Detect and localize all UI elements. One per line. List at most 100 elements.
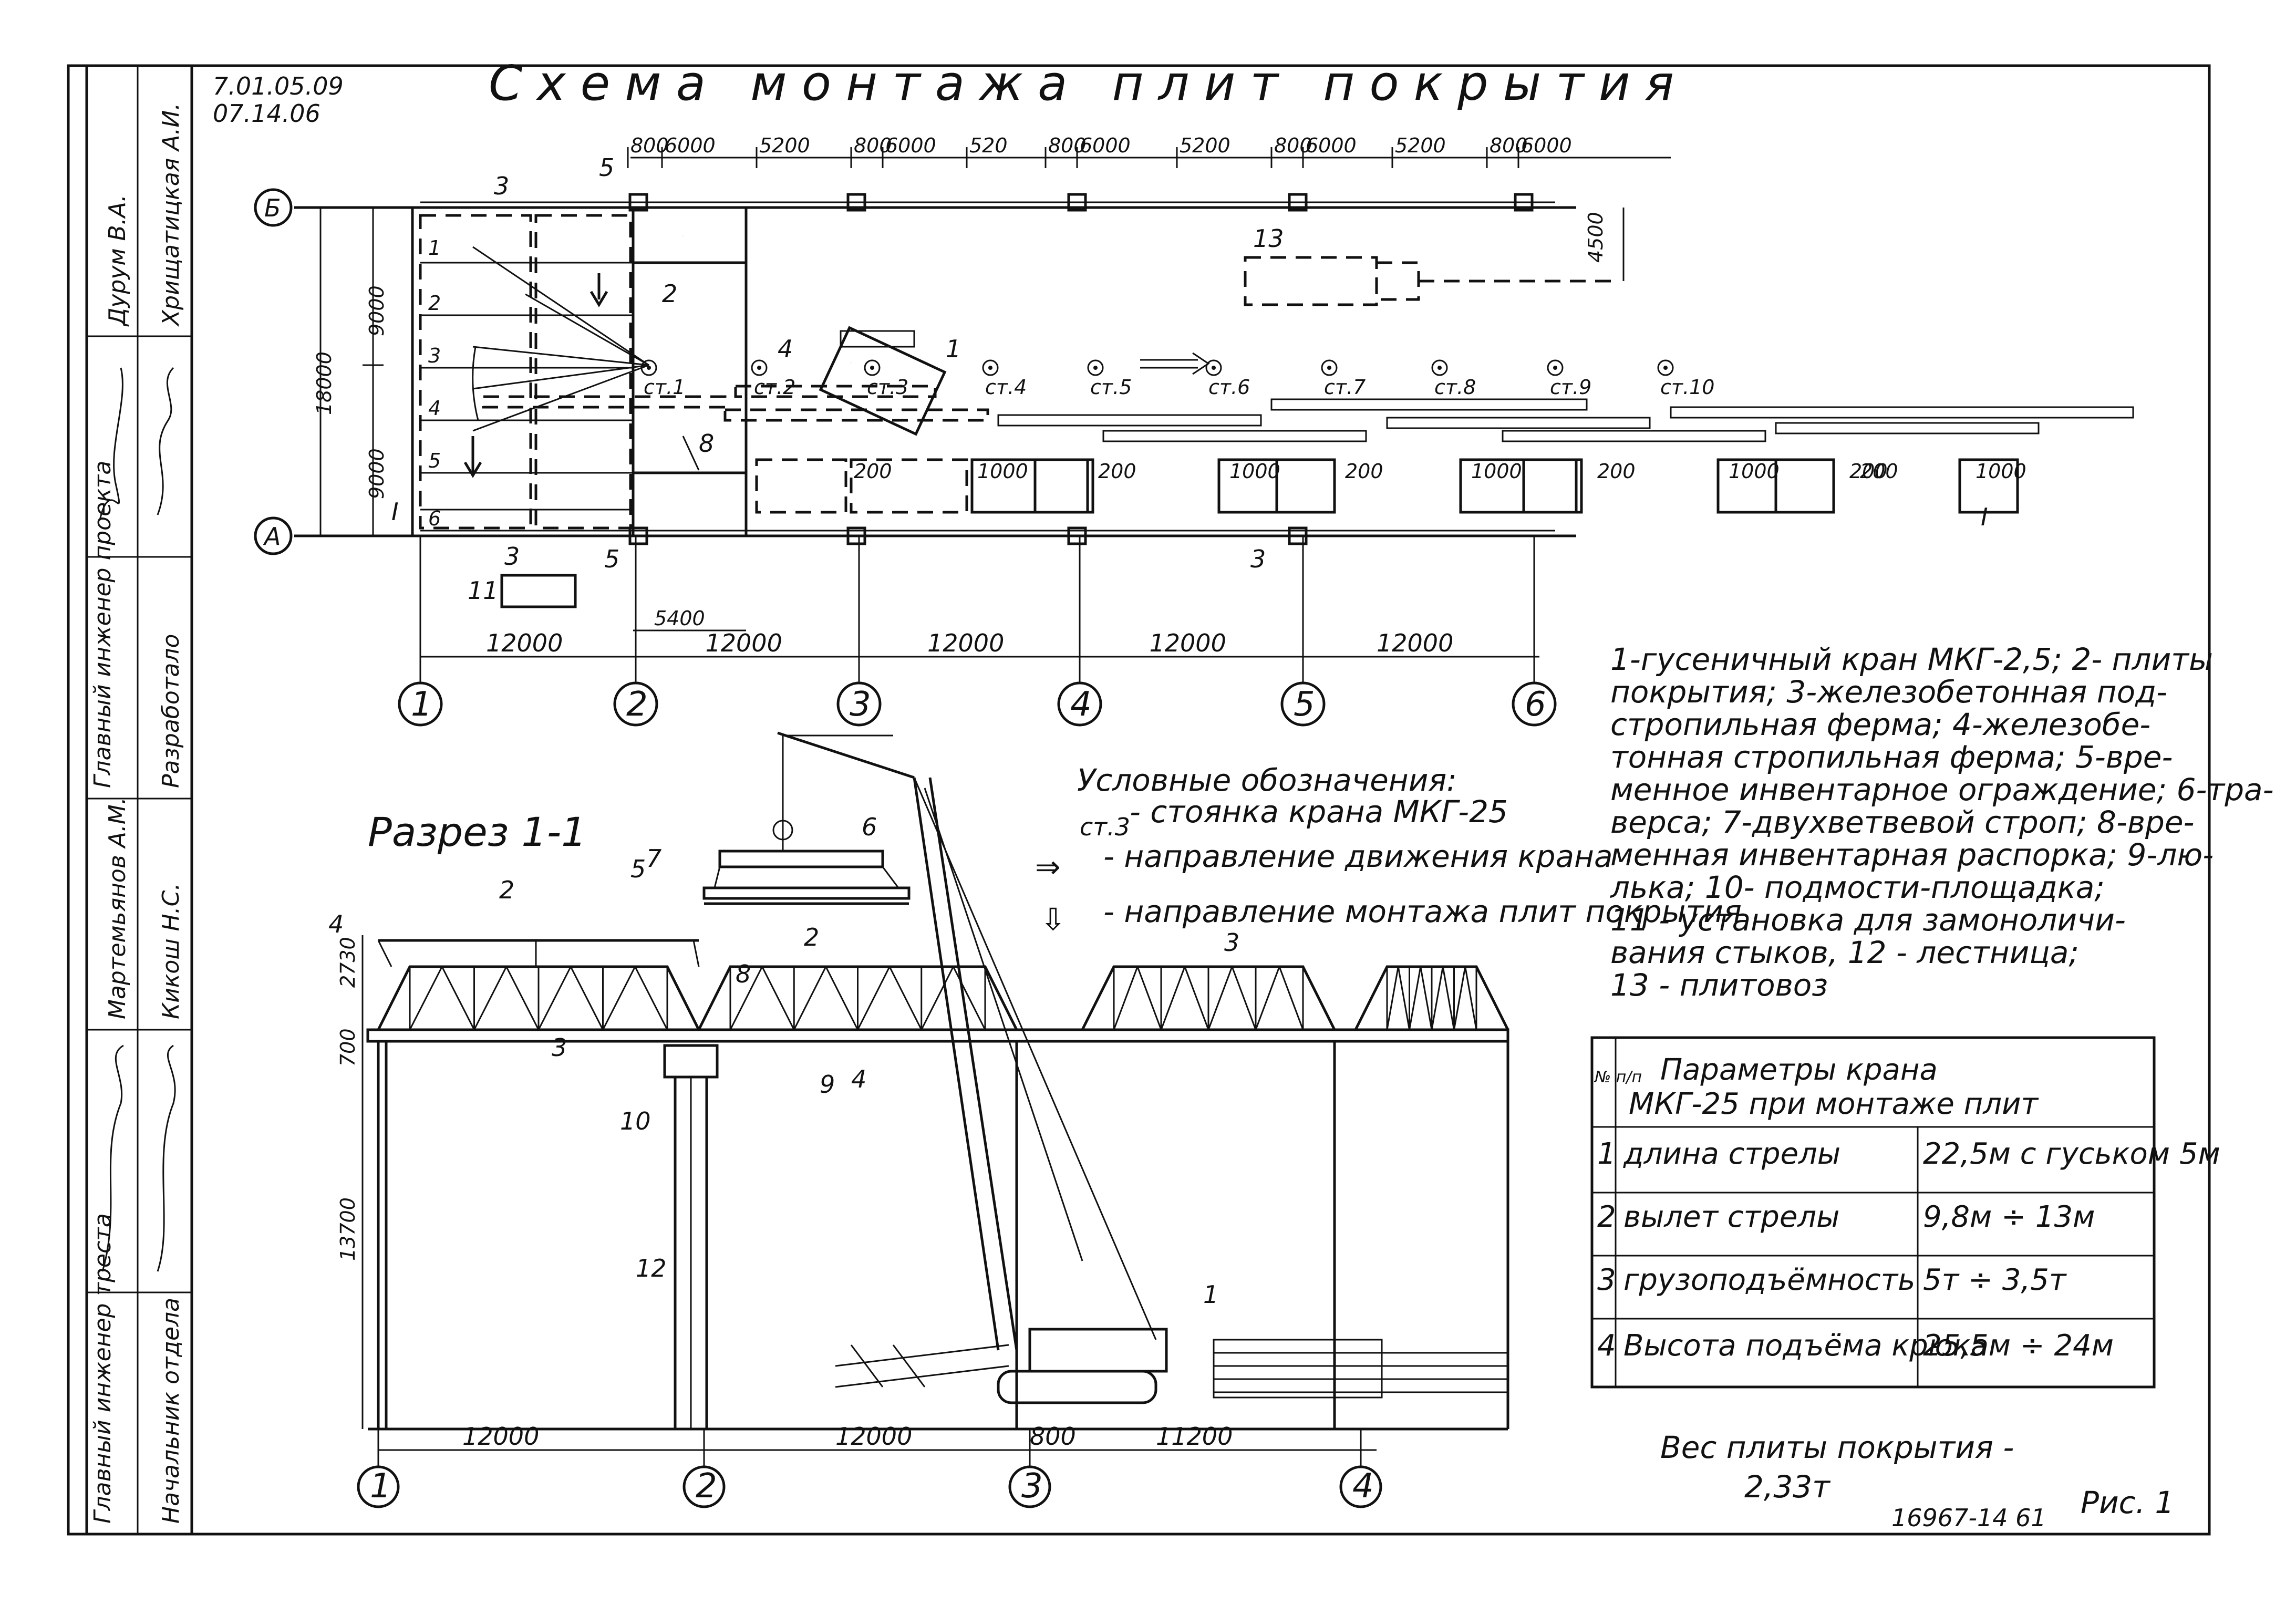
column-marker-bottom-2	[1067, 526, 1087, 545]
crane-section	[777, 731, 1168, 1404]
station-label-10: ст.10	[1660, 376, 1714, 399]
param-row-value-4: 25,5м ÷ 24м	[1923, 1329, 2114, 1363]
axis-bubble-a	[254, 516, 293, 555]
column-marker-top-2	[1067, 193, 1087, 212]
station-label-7: ст.7	[1324, 376, 1366, 399]
plate-number-2: 2	[428, 292, 441, 315]
param-row-name-2: вылет стрелы	[1623, 1200, 1839, 1234]
weight-note-line2: 2,33т	[1744, 1469, 1831, 1505]
gap-dim-1: 1000	[977, 460, 1028, 483]
section-callout-9: 7	[646, 844, 661, 873]
placement-4	[1459, 458, 1578, 514]
station-marker-5	[1087, 359, 1104, 376]
section-view: Разрез 1-1	[328, 731, 1509, 1508]
column-marker-top-4	[1514, 193, 1534, 212]
plate-stack	[1213, 1339, 1508, 1399]
plan-axis-bubble-6	[1512, 681, 1557, 727]
plan-callout-3-right: 3	[1250, 545, 1266, 573]
note-line-6: менная инвентарная распорка; 9-лю-	[1610, 837, 2214, 873]
drawing-title: Схема монтажа плит покрытия	[489, 55, 1689, 111]
section-callout-10: 8	[736, 960, 751, 988]
height-dim-9000-top: 9000	[365, 285, 388, 336]
section-axis-label-3: 3	[1021, 1467, 1043, 1506]
bay-dim-2: 12000	[927, 629, 1004, 657]
param-row-value-2: 9,8м ÷ 13м	[1923, 1200, 2095, 1234]
legend-title: Условные обозначения:	[1077, 762, 1457, 798]
gap-dim-0: 200	[854, 460, 892, 483]
section-callout-13: 12	[636, 1254, 667, 1282]
section-mark-right: I	[1981, 503, 1988, 531]
plan-callout-13: 13	[1253, 224, 1284, 253]
section-title: Разрез 1-1	[368, 809, 587, 855]
gap-dim-2: 200	[1098, 460, 1136, 483]
plate-number-3: 3	[428, 344, 441, 367]
top-dim-3: 800	[854, 134, 892, 157]
plan-callout-2: 2	[662, 279, 677, 308]
title-block-role-2: Начальник отдела	[158, 1298, 184, 1524]
station-label-1: ст.1	[644, 376, 685, 399]
weight-note-line1: Вес плиты покрытия -	[1660, 1430, 2014, 1465]
archive-number: 16967-14 61	[1891, 1504, 2046, 1532]
station-marker-6	[1205, 359, 1222, 376]
title-block-name-3: Мартемьянов А.М.	[104, 797, 131, 1019]
section-height-13700: 13700	[336, 1197, 359, 1261]
height-dim-4500: 4500	[1584, 212, 1607, 263]
section-callout-5: 4	[851, 1065, 866, 1093]
bay-dim-4: 12000	[1377, 629, 1453, 657]
section-callout-12: 10	[620, 1107, 651, 1135]
plate-number-1: 1	[428, 236, 441, 260]
title-block: Дурум В.А. Хрищатицкая А.И. Главный инже…	[85, 64, 193, 1536]
bay-dim-0: 12000	[486, 629, 563, 657]
params-header-num: № п/п	[1594, 1068, 1642, 1086]
column-markers	[628, 193, 1534, 545]
plan-axis-label-4: 4	[1070, 685, 1092, 724]
title-block-role-4: Разработало	[158, 634, 184, 788]
grouting-unit	[500, 574, 577, 608]
legend-arrow-icon: ⇒	[1035, 849, 1061, 885]
top-dim-4: 6000	[885, 134, 936, 157]
note-line-1: покрытия; 3-железобетонная под-	[1610, 674, 2167, 710]
section-axis-label-4: 4	[1352, 1467, 1374, 1506]
doc-code: 7.01.05.09	[213, 72, 344, 100]
top-dim-11: 5200	[1395, 134, 1446, 157]
plan-callout-8: 8	[699, 429, 714, 458]
station-marker-7	[1321, 359, 1338, 376]
title-block-name-1: Дурум В.А.	[104, 194, 131, 327]
section-callout-0: 1	[1203, 1280, 1218, 1309]
legend-text-travel: - направление движения крана	[1103, 838, 1613, 874]
figure-label: Рис. 1	[2081, 1485, 2174, 1520]
plan-callout-5-top: 5	[599, 153, 614, 182]
column-marker-top-3	[1288, 193, 1308, 212]
gap-dim-8: 200	[1849, 460, 1888, 483]
column-marker-top-0	[628, 193, 648, 212]
doc-date: 07.14.06	[213, 99, 320, 128]
param-row-name-4: Высота подъёма крюка	[1623, 1329, 1989, 1363]
section-mark-left: I	[391, 498, 399, 526]
placement-3	[1275, 458, 1336, 514]
column-marker-top-1	[846, 193, 866, 212]
column-marker-bottom-0	[628, 526, 648, 545]
top-dim-10: 6000	[1306, 134, 1357, 157]
top-dim-1: 6000	[665, 134, 716, 157]
top-dim-8: 5200	[1180, 134, 1230, 157]
crane-travel-arrow	[1140, 352, 1210, 375]
roof-trusses	[377, 965, 1509, 1031]
axis-label-b: Б	[264, 194, 281, 222]
section-callout-1: 2	[499, 876, 514, 904]
station-marker-4	[982, 359, 999, 376]
top-dim-12: 800	[1490, 134, 1528, 157]
plan-axis-label-2: 2	[626, 685, 648, 724]
bay-dim-3: 12000	[1150, 629, 1226, 657]
station-label-4: ст.4	[985, 376, 1027, 399]
section-height-700: 700	[336, 1028, 359, 1067]
plan-callout-5-bottom: 5	[604, 545, 619, 573]
section-dim-1: 12000	[835, 1422, 912, 1451]
params-header-title-2: МКГ-25 при монтаже плит	[1629, 1087, 2039, 1121]
plan-axis-bubble-1	[398, 681, 443, 727]
